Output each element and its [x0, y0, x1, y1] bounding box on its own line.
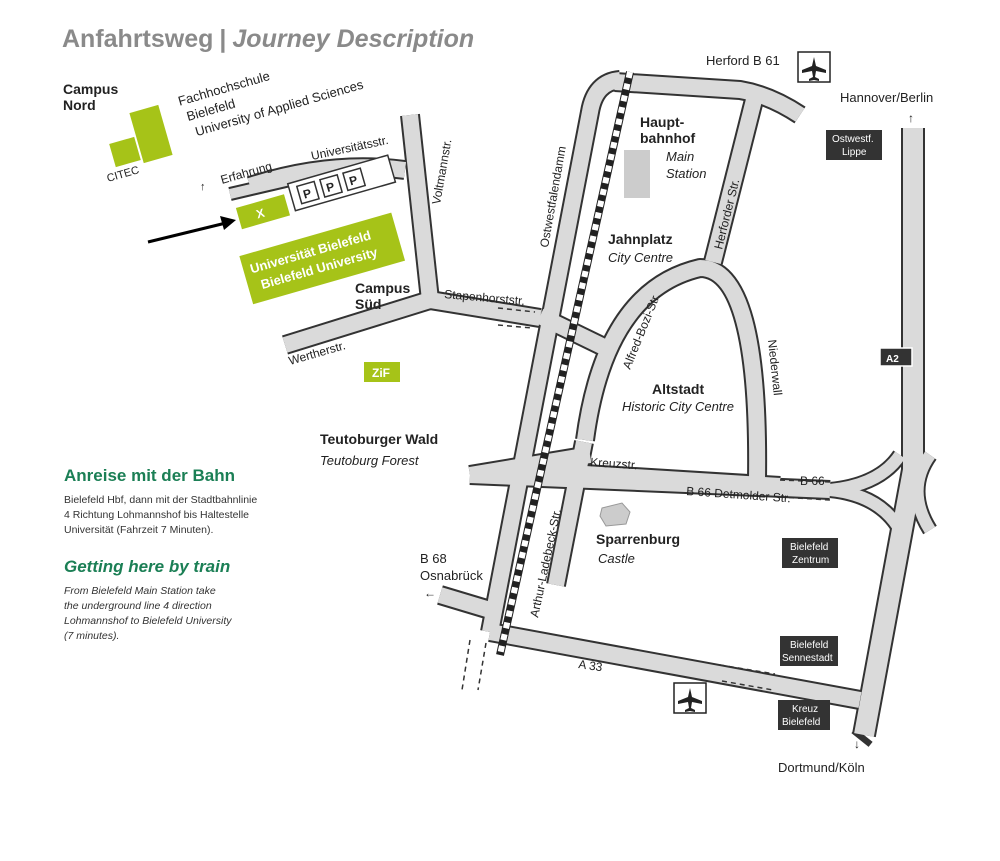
- roads-fill: [228, 72, 936, 737]
- voltmannstr-label: Voltmannstr.: [429, 138, 454, 205]
- osnabrueck-arrow: ←: [424, 586, 436, 600]
- historic-centre-label: Historic City Centre: [622, 399, 734, 414]
- fachhochschule-label: Fachhochschule Bielefeld University of A…: [176, 44, 365, 141]
- b66-label: B 66: [800, 474, 825, 488]
- bielefeld-sennestadt-label: Bielefeld Sennestadt: [782, 640, 833, 664]
- campus-sued-label: Campus Süd: [355, 280, 414, 312]
- dortmund-label: Dortmund/Köln: [778, 760, 865, 775]
- altstadt-label: Altstadt: [652, 381, 704, 397]
- svg-text:A2: A2: [886, 354, 899, 365]
- hauptbahnhof-label: Haupt- bahnhof: [640, 114, 696, 146]
- railway-line: [496, 71, 634, 656]
- kreuzstr-label: Kreuzstr.: [590, 455, 638, 472]
- zif-marker: ZiF: [364, 362, 400, 382]
- station-building: [624, 150, 650, 198]
- rail-en-heading: Getting here by train: [64, 557, 230, 576]
- parking-area: P P P: [286, 154, 397, 212]
- airplane-icon: [673, 682, 707, 714]
- campus-nord-label: Campus Nord: [63, 81, 122, 113]
- fachhochschule-block: [109, 104, 173, 168]
- svg-text:X: X: [255, 206, 267, 222]
- tunnel-sections: [461, 307, 831, 691]
- sparrenburg-label: Sparrenburg: [596, 531, 680, 547]
- title-main: Anfahrtsweg|Journey Description: [62, 25, 474, 53]
- ostwestf-lippe-label: Ostwestf. Lippe: [832, 134, 876, 158]
- herford-label: Herford B 61: [706, 53, 780, 68]
- castle-icon: [599, 502, 631, 527]
- hannover-arrow: ↑: [908, 111, 914, 125]
- dortmund-arrow: ↓: [854, 737, 860, 751]
- citec-label: CITEC: [106, 164, 141, 185]
- city-centre-label: City Centre: [608, 250, 673, 265]
- main-station-label: Main Station: [666, 149, 706, 181]
- parking-label: P: [348, 173, 360, 189]
- rail-de-heading: Anreise mit der Bahn: [64, 466, 235, 485]
- ostwestf-lippe-sign: Ostwestf. Lippe: [826, 130, 882, 160]
- teutoburger-label: Teutoburger Wald: [320, 431, 438, 447]
- a33-label: A 33: [578, 657, 604, 674]
- a2-shield: A2: [879, 347, 913, 367]
- bielefeld-zentrum-label: Bielefeld Zentrum: [790, 542, 831, 566]
- arrow-icon: [147, 216, 236, 244]
- bielefeld-sennestadt-sign: Bielefeld Sennestadt: [780, 636, 838, 666]
- kreuz-bielefeld-sign: Kreuz Bielefeld: [778, 700, 830, 730]
- teutoburger-sub-label: Teutoburg Forest: [320, 453, 420, 468]
- hannover-label: Hannover/Berlin: [840, 90, 933, 105]
- svg-text:ZiF: ZiF: [372, 366, 390, 380]
- jahnplatz-label: Jahnplatz: [608, 231, 673, 247]
- rail-de-text: Bielefeld Hbf, dann mit der Stadtbahnlin…: [64, 494, 260, 536]
- bielefeld-zentrum-sign: Bielefeld Zentrum: [782, 538, 838, 568]
- b68-label: B 68 Osnabrück: [420, 551, 483, 583]
- destination-marker: X: [235, 194, 291, 230]
- kreuz-bielefeld-label: Kreuz Bielefeld: [782, 704, 821, 728]
- niederwall-label: Niederwall: [765, 339, 785, 396]
- airplane-icon: [797, 51, 831, 83]
- rail-en-text: From Bielefeld Main Station take the und…: [64, 585, 234, 642]
- castle-label: Castle: [598, 551, 635, 566]
- parking-label: P: [301, 186, 313, 202]
- north-arrow-small: ↑: [200, 181, 206, 193]
- parking-label: P: [325, 179, 337, 195]
